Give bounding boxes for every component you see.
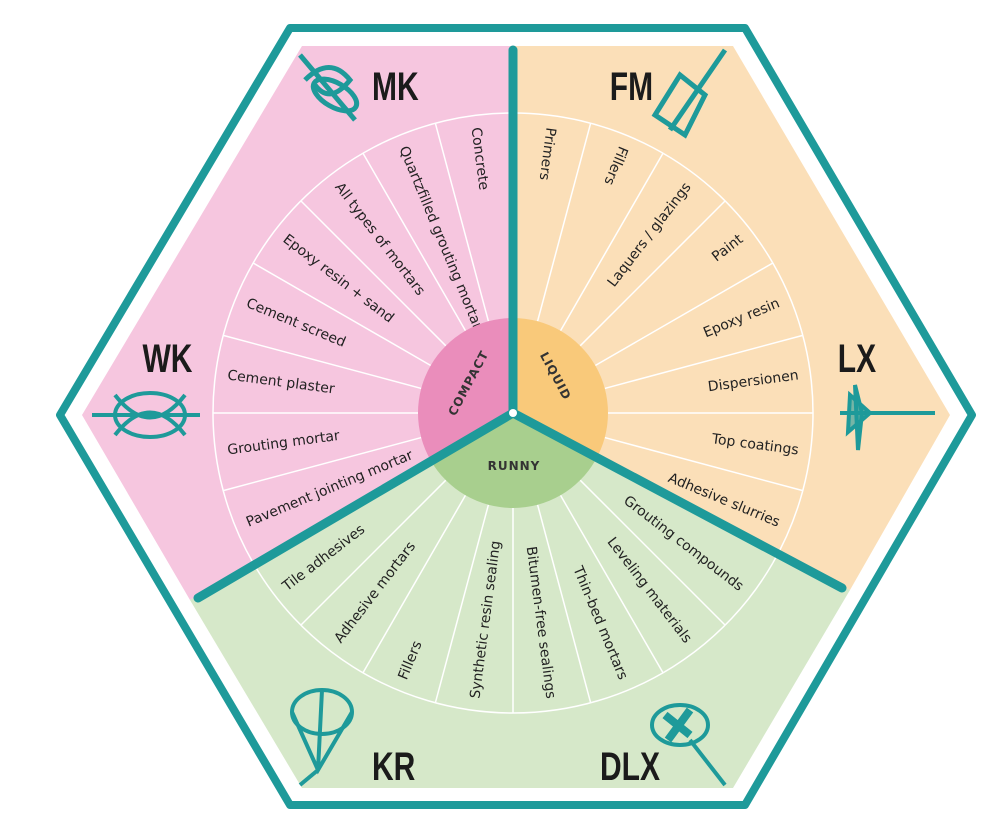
sector-dividers: [193, 45, 847, 603]
slice-divider: [300, 479, 447, 626]
slice-divider: [223, 436, 422, 492]
slice-divider: [559, 494, 664, 674]
slice-divider: [536, 504, 592, 703]
slice-divider: [223, 334, 422, 390]
dlx-label: DLX: [600, 745, 660, 789]
runny-label: RUNNY: [488, 459, 541, 473]
wk-label: WK: [143, 337, 193, 381]
wk-mixer-icon: [92, 391, 200, 439]
kr-label: KR: [372, 745, 415, 789]
slice-divider: [579, 200, 726, 347]
runny-outer-arc: [252, 562, 774, 714]
slice-divider: [434, 504, 490, 703]
compact-outer-arc: [212, 112, 514, 564]
slice-divider: [362, 494, 467, 674]
slice-divider: [252, 262, 432, 367]
mk-mixer-icon: [298, 53, 360, 122]
slice-divider: [559, 152, 664, 332]
liquid-region: [513, 46, 950, 590]
lx-mixer-icon: [840, 384, 935, 451]
fm-label: FM: [610, 65, 653, 109]
center-dot: [509, 409, 517, 417]
kr-mixer-icon: [290, 688, 354, 787]
liquid-application-item: Primers: [536, 126, 559, 181]
liquid-outer-arc: [512, 112, 814, 564]
slice-divider: [594, 262, 774, 367]
dlx-mixer-icon: [650, 703, 727, 787]
lx-label: LX: [838, 337, 877, 381]
slice-divider: [362, 152, 467, 332]
slice-divider: [536, 123, 592, 322]
fm-mixer-icon: [651, 48, 728, 139]
slice-divider: [434, 123, 490, 322]
slice-divider: [604, 334, 803, 390]
compact-region: [82, 46, 513, 600]
mk-label: MK: [372, 65, 419, 109]
slice-divider: [604, 436, 803, 492]
slice-divider: [300, 200, 447, 347]
slice-divider: [579, 479, 726, 626]
